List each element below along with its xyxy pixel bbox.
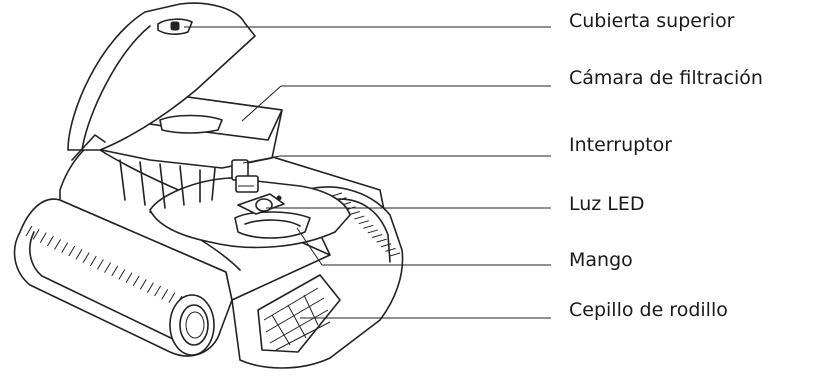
label-handle: Mango	[569, 251, 633, 270]
label-switch: Interruptor	[569, 136, 672, 155]
label-top-cover: Cubierta superior	[569, 12, 735, 31]
label-led-light: Luz LED	[569, 195, 645, 214]
label-roller-brush: Cepillo de rodillo	[569, 301, 728, 320]
label-filter-chamber: Cámara de filtración	[569, 69, 763, 88]
